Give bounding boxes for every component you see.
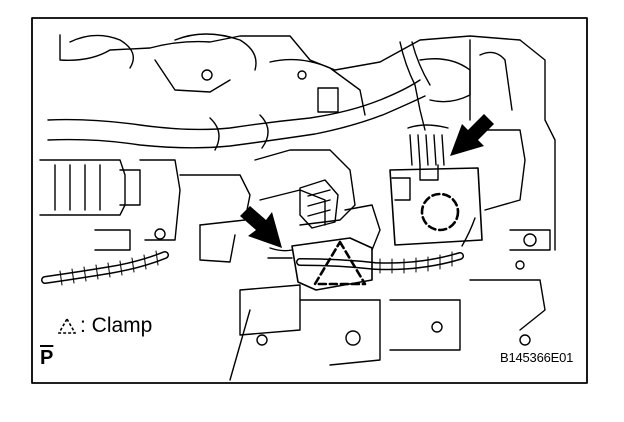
figure-id: B145366E01 bbox=[500, 350, 574, 365]
bolt bbox=[523, 233, 537, 247]
corner-mark: P bbox=[40, 347, 54, 369]
black-arrow-icon bbox=[450, 114, 494, 156]
left-sensor-body bbox=[39, 159, 126, 216]
clamp-triangle-icon bbox=[58, 318, 76, 334]
center-connector bbox=[299, 179, 339, 229]
legend: : Clamp bbox=[58, 314, 152, 338]
figure-frame bbox=[31, 17, 588, 384]
lower-bracket bbox=[239, 284, 301, 336]
mounting-bracket bbox=[254, 149, 356, 226]
bolt bbox=[154, 228, 166, 240]
legend-label: : Clamp bbox=[80, 314, 153, 337]
bolt bbox=[297, 70, 307, 80]
clamp-body bbox=[291, 237, 373, 291]
bolt bbox=[515, 260, 525, 270]
bolt bbox=[256, 334, 268, 346]
bolt bbox=[519, 334, 531, 346]
bolt bbox=[345, 330, 361, 346]
bolt bbox=[201, 69, 213, 81]
upper-engine-outline bbox=[59, 34, 521, 71]
upper-harness bbox=[47, 79, 421, 131]
black-arrow-icon bbox=[240, 206, 282, 248]
dashed-triangle-icon bbox=[313, 240, 367, 286]
right-connector bbox=[389, 167, 483, 246]
bolt bbox=[431, 321, 443, 333]
callout-arrows bbox=[240, 114, 494, 248]
dashed-circle-icon bbox=[420, 192, 460, 232]
